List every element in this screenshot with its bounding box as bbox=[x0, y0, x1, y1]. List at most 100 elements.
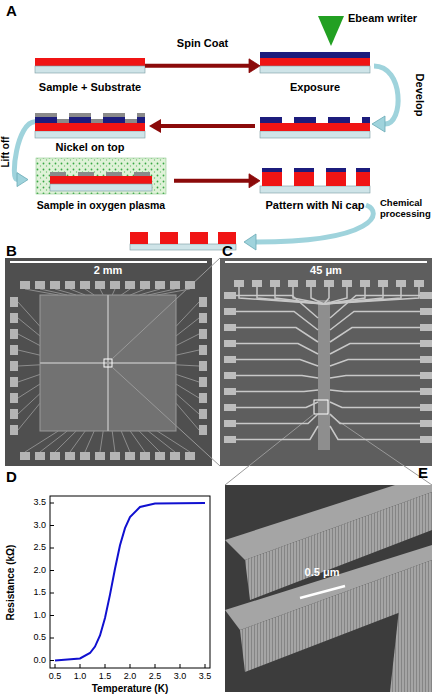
plot-frame bbox=[50, 496, 210, 668]
ebeam-resist bbox=[69, 117, 91, 123]
contact-pad bbox=[360, 280, 370, 287]
contact-pad bbox=[224, 372, 236, 379]
trace bbox=[236, 390, 318, 392]
nickel-layer bbox=[91, 119, 103, 123]
bond-pad bbox=[50, 281, 60, 289]
nickel-cap bbox=[106, 172, 122, 176]
figure-label: 2.0 bbox=[117, 671, 143, 681]
contact-pad bbox=[224, 436, 236, 443]
figure-label: 3.5 bbox=[192, 671, 218, 681]
bond-pad bbox=[80, 281, 90, 289]
trace bbox=[311, 287, 324, 304]
bond-pad bbox=[199, 361, 207, 371]
lead-wire bbox=[100, 289, 103, 295]
bond-pad bbox=[185, 281, 195, 289]
bond-pad bbox=[20, 452, 30, 460]
lead-wire bbox=[176, 374, 199, 382]
bond-pad bbox=[199, 297, 207, 307]
arrow-head bbox=[249, 174, 260, 188]
trace bbox=[293, 287, 324, 304]
lead-wire bbox=[55, 431, 76, 452]
lead-wire bbox=[18, 365, 40, 366]
connector bbox=[145, 59, 260, 73]
lead-wire bbox=[176, 302, 199, 326]
zoom-line bbox=[328, 414, 432, 485]
lead-wire bbox=[157, 289, 190, 295]
scale-bar bbox=[10, 261, 207, 263]
bond-pad bbox=[35, 452, 45, 460]
contact-pad bbox=[224, 324, 236, 331]
figure-label: 0.5 bbox=[42, 671, 68, 681]
ridge-side bbox=[390, 590, 432, 692]
lead-wire bbox=[85, 431, 94, 452]
bond-pad bbox=[10, 345, 18, 355]
figure-label: C bbox=[222, 242, 244, 259]
resist-layer bbox=[35, 58, 145, 66]
lead-wire bbox=[70, 431, 85, 452]
bond-pad bbox=[199, 425, 207, 435]
lead-wire bbox=[112, 431, 115, 452]
trace bbox=[330, 414, 420, 424]
resist-block bbox=[130, 232, 148, 244]
trace bbox=[236, 402, 318, 408]
plasma-region bbox=[36, 158, 166, 194]
figure-label: A bbox=[6, 2, 28, 19]
stage-caption: Nickel on top bbox=[25, 141, 155, 154]
stage-caption: Sample in oxygen plasma bbox=[18, 199, 184, 212]
center-strip bbox=[318, 300, 330, 450]
nickel-cap bbox=[294, 168, 314, 172]
lead-wire bbox=[18, 394, 40, 414]
lead-wire bbox=[18, 318, 40, 336]
resist-block bbox=[262, 172, 282, 186]
substrate bbox=[130, 244, 236, 250]
bond-pad bbox=[65, 281, 75, 289]
bond-pad bbox=[80, 452, 90, 460]
lead-wire bbox=[85, 289, 94, 295]
bond-pad bbox=[10, 393, 18, 403]
ebeam-resist bbox=[260, 52, 370, 58]
figure-label: 0.5 bbox=[14, 632, 46, 642]
bond-pad bbox=[199, 377, 207, 387]
figure-label: 2.5 bbox=[14, 542, 46, 552]
nickel-layer bbox=[125, 119, 137, 123]
trace bbox=[236, 414, 318, 424]
zoom-line bbox=[112, 258, 220, 359]
figure-label: 3.0 bbox=[14, 520, 46, 530]
nickel-cap bbox=[326, 168, 346, 172]
bond-pad bbox=[199, 313, 207, 323]
trace bbox=[330, 344, 420, 355]
connector-line bbox=[145, 64, 249, 68]
bond-pad bbox=[110, 281, 120, 289]
lead-wire bbox=[40, 431, 67, 452]
contact-pad bbox=[414, 280, 424, 287]
trace bbox=[330, 328, 420, 343]
figure-label: Resistance (kΩ) bbox=[4, 527, 17, 637]
ebeam-resist bbox=[362, 117, 370, 123]
lead-wire bbox=[18, 374, 40, 382]
contact-pad bbox=[324, 280, 334, 287]
resistance-curve bbox=[55, 503, 205, 661]
contact-pad bbox=[396, 280, 406, 287]
chip-area bbox=[40, 295, 176, 431]
bond-pad bbox=[199, 409, 207, 419]
bond-pad bbox=[199, 329, 207, 339]
lead-wire bbox=[18, 384, 40, 398]
contact-pad bbox=[342, 280, 352, 287]
contact-pad bbox=[420, 292, 432, 299]
arrow-head bbox=[372, 116, 385, 132]
caption-stack: Sample + Substrate bbox=[25, 81, 155, 94]
substrate bbox=[35, 66, 145, 73]
process-stage: Sample + Substrate bbox=[35, 50, 145, 94]
bond-pad bbox=[50, 452, 60, 460]
bond-pad bbox=[155, 281, 165, 289]
caption-stack: Nickel on top bbox=[25, 141, 155, 154]
lead-wire bbox=[176, 384, 199, 398]
arrow-head bbox=[149, 119, 161, 133]
ebeam-triangle bbox=[318, 16, 344, 46]
nickel-cap bbox=[134, 172, 150, 176]
contact-pad bbox=[420, 308, 432, 315]
contact-pad bbox=[420, 436, 432, 443]
resist-block bbox=[160, 232, 178, 244]
lead-wire bbox=[157, 431, 190, 452]
lead-wire bbox=[40, 289, 67, 295]
